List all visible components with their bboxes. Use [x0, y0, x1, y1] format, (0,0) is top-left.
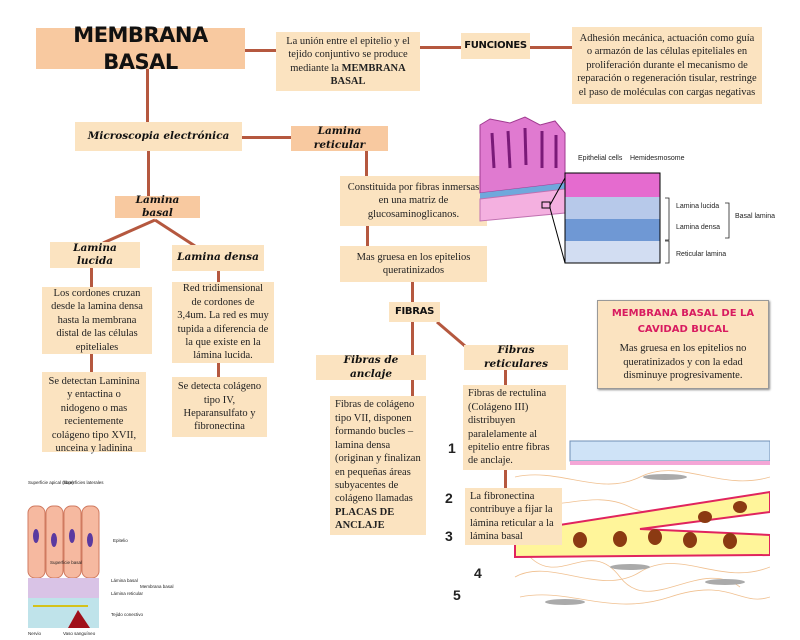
connector: [411, 282, 414, 302]
densa-desc1: Red tridimensional de cordones de 3,4um.…: [177, 283, 269, 362]
lamina-reticular-box: Lamina reticular: [291, 125, 388, 151]
fibras-anclaje-desc-box: Fibras de colágeno tipo VII, disponen fo…: [330, 396, 426, 535]
fibras-reticulares-label: Fibras reticulares: [484, 344, 548, 370]
reticular-desc2: Mas gruesa en los epitelios queratinizad…: [356, 251, 471, 276]
label-hemidesmosome: Hemidesmosome: [630, 155, 685, 162]
figure-number-2: 2: [445, 490, 453, 506]
magnified-section: [564, 172, 661, 264]
connector: [530, 46, 572, 49]
fibras-anclaje-text: Fibras de colágeno tipo VII, disponen fo…: [335, 399, 421, 505]
connector: [411, 380, 414, 396]
lamina-lucida-label: Lamina lucida: [73, 241, 117, 267]
connector: [242, 136, 291, 139]
label-reticular-lamina: Reticular lamina: [676, 251, 726, 258]
reticular-desc2-box: Mas gruesa en los epitelios queratinizad…: [340, 246, 487, 282]
connector: [147, 151, 150, 196]
label-vaso-sanguineo: Vaso sanguíneo: [63, 631, 96, 636]
placas-anclaje: PLACAS DE ANCLAJE: [335, 506, 395, 532]
connector: [217, 271, 220, 282]
lamina-basal-label: Lamina basal: [135, 193, 180, 219]
cavidad-bucal-text: Mas gruesa en los epitelios no queratini…: [619, 343, 747, 382]
lamina-densa-box: Lamina densa: [172, 245, 264, 271]
label-epitelio: Epitelio: [113, 538, 128, 543]
connector: [146, 69, 149, 122]
fibras-anclaje-box: Fibras de anclaje: [316, 354, 426, 380]
funciones-text: Adhesión mecánica, actuación como guía o…: [577, 32, 757, 98]
funciones-box: Adhesión mecánica, actuación como guía o…: [572, 27, 762, 104]
figure-number-4: 4: [474, 565, 482, 581]
fibras-anclaje-label: Fibras de anclaje: [343, 354, 399, 380]
label-superficies-laterales: Superficies laterales: [63, 480, 104, 485]
fibras-label: FIBRAS: [394, 305, 434, 317]
label-nervio: Nervio: [28, 631, 42, 636]
label-tejido-conectivo: Tejido conectivo: [111, 612, 144, 617]
connector: [504, 470, 507, 488]
fibras-reticulares-desc-box: Fibras de rectulina (Colágeno III) distr…: [463, 385, 566, 470]
fibronectina-desc: La fibronectina contribuye a fijar la lá…: [470, 490, 554, 542]
fibras-box: FIBRAS: [389, 302, 440, 322]
intro-text-plain: La unión entre el epitelio y el tejido c…: [286, 35, 410, 74]
epithelial-cell-row: [569, 440, 770, 465]
densa-desc2-box: Se detecta colágeno tipo IV, Heparansulf…: [172, 377, 267, 437]
fibras-anclaje-desc: Fibras de colágeno tipo VII, disponen fo…: [335, 398, 421, 532]
cavidad-bucal-box: MEMBRANA BASAL DE LA CAVIDAD BUCAL Mas g…: [597, 300, 769, 389]
lamina-densa-label: Lamina densa: [177, 251, 259, 264]
intro-text: La unión entre el epitelio y el tejido c…: [281, 35, 415, 89]
fibras-reticulares-box: Fibras reticulares: [464, 344, 568, 370]
figure-number-1: 1: [448, 440, 456, 456]
label-epithelial-cells: Epithelial cells: [578, 155, 623, 162]
label-lamina-densa: Lamina densa: [676, 224, 720, 231]
connector: [245, 49, 276, 52]
fibras-reticulares-desc: Fibras de rectulina (Colágeno III) distr…: [468, 388, 550, 467]
label-basal-lamina: Basal lamina: [735, 213, 775, 220]
lucida-desc1: Los cordones cruzan desde la lamina dens…: [51, 287, 143, 353]
label-membrana-basal: Membrana basal: [140, 584, 174, 589]
lucida-desc2: Se detectan Laminina y entactina o nidog…: [48, 376, 140, 455]
fibronectina-box: La fibronectina contribuye a fijar la lá…: [465, 488, 562, 545]
label-lamina-basal: Lámina basal: [111, 578, 138, 583]
microscopia-label: Microscopia electrónica: [87, 129, 230, 142]
densa-desc2: Se detecta colágeno tipo IV, Heparansulf…: [177, 381, 262, 433]
label-superficie-basal: Superficie basal: [50, 560, 82, 565]
histology-figure: Epithelial cells Hemidesmosome Lamina lu…: [479, 116, 775, 264]
connector: [90, 354, 93, 372]
densa-desc1-box: Red tridimensional de cordones de 3,4um.…: [172, 282, 274, 363]
connector: [366, 226, 369, 246]
reticular-desc1: Constituida por fibras inmersas en una m…: [347, 181, 480, 220]
epithelium-drawing: [479, 116, 566, 222]
intro-text-bold: MEMBRANA BASAL: [330, 62, 406, 87]
basal-membrane: [28, 578, 99, 598]
label-lamina-lucida: Lamina lucida: [676, 203, 719, 210]
connector: [90, 268, 93, 287]
connective-tissue: [28, 598, 99, 628]
connector: [365, 151, 368, 176]
connector: [411, 322, 414, 355]
lamina-lucida-box: Lamina lucida: [50, 242, 140, 268]
lucida-desc2-box: Se detectan Laminina y entactina o nidog…: [42, 372, 146, 454]
connector: [217, 363, 220, 377]
epithelium-figure: Superficie apical (libre) Superficies la…: [27, 480, 174, 636]
page-title: MEMBRANA BASAL: [73, 22, 208, 74]
intro-box: La unión entre el epitelio y el tejido c…: [276, 32, 420, 91]
microscopia-box: Microscopia electrónica: [75, 122, 242, 151]
funciones-label-box: FUNCIONES: [461, 33, 530, 59]
lucida-desc1-box: Los cordones cruzan desde la lamina dens…: [42, 287, 152, 354]
label-superficie-apical: Superficie apical (libre): [28, 480, 74, 485]
figure-number-5: 5: [453, 587, 461, 603]
lamina-reticular-label: Lamina reticular: [313, 125, 366, 151]
connector: [504, 370, 507, 385]
cavidad-bucal-title: MEMBRANA BASAL DE LA CAVIDAD BUCAL: [611, 308, 755, 336]
funciones-label: FUNCIONES: [464, 39, 527, 51]
fibroblasts: [545, 474, 745, 605]
title-box: MEMBRANA BASAL: [36, 23, 245, 74]
label-lamina-reticular: Lámina reticular: [111, 591, 144, 596]
reticular-desc1-box: Constituida por fibras inmersas en una m…: [340, 176, 487, 226]
lamina-basal-box: Lamina basal: [115, 193, 200, 219]
connector: [420, 46, 461, 49]
figure-number-3: 3: [445, 528, 453, 544]
red-blood-cells: [573, 501, 747, 549]
